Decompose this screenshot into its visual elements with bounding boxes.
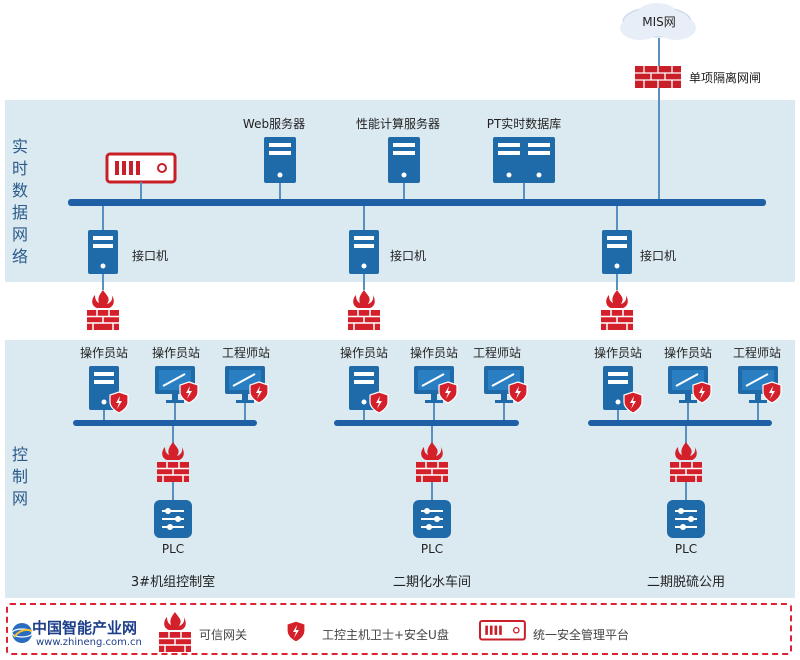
group-name: 3#机组控制室 [131,574,215,590]
control-bus [588,420,772,426]
station-label: 操作员站 [410,345,458,360]
trusted-gateway-icon [86,289,120,331]
control-group-2: 操作员站 操作员站 工程师站 PLC 二期化水车间 [334,345,528,590]
interface-machine-icon [88,230,118,274]
realtime-bus [68,199,766,206]
interface-machine-icon [349,230,379,274]
plc-icon [666,499,706,539]
legend-label-gateway: 可信网关 [199,628,248,642]
interface-group-3: 接口机 [602,206,676,274]
group-name: 二期脱硫公用 [647,575,725,590]
legend-box [6,603,792,655]
plc-label: PLC [162,542,184,556]
server-label-pt: PT实时数据库 [487,116,562,131]
mis-cloud-label: MIS网 [642,15,676,29]
pt-db-server-icon-left [493,137,525,183]
web-server-icon [264,137,296,183]
server-label-perf: 性能计算服务器 [356,116,440,131]
interface-label: 接口机 [390,248,426,263]
group-name: 二期化水车间 [393,574,471,590]
control-group-1: 操作员站 操作员站 工程师站 PLC 3#机组控制室 [73,345,270,590]
trusted-gateway-icon [347,289,381,331]
plc-label: PLC [675,542,697,556]
gateway-label: 单项隔离网闸 [689,70,761,85]
control-zone-label: 控制网 [11,445,28,508]
interface-label: 接口机 [132,248,168,263]
plc-icon [412,499,452,539]
management-platform-icon [105,152,177,184]
isolation-gateway-icon [635,66,681,88]
station-label: 操作员站 [594,345,642,360]
realtime-zone [5,100,795,282]
realtime-zone-label: 实时数据网络 [11,137,28,266]
logo-url: www.zhineng.com.cn [36,637,142,648]
logo-text: 中国智能产业网 [32,619,138,637]
control-bus [73,420,257,426]
legend-label-host-guard: 工控主机卫士+安全U盘 [322,628,449,642]
control-bus [334,420,519,426]
station-label: 工程师站 [733,345,781,360]
plc-label: PLC [421,542,443,556]
station-label: 操作员站 [664,345,712,360]
station-label: 操作员站 [152,345,200,360]
interface-label: 接口机 [640,248,676,263]
mis-cloud-icon [620,3,696,40]
control-group-3: 操作员站 操作员站 工程师站 PLC 二期脱硫公用 [588,345,782,590]
site-logo: 中国智能产业网 www.zhineng.com.cn [10,617,170,653]
station-label: 操作员站 [340,345,388,360]
pt-db-server-icon-right [523,137,555,183]
plc-icon [153,499,193,539]
station-label: 操作员站 [80,345,128,360]
interface-group-2: 接口机 [349,206,426,274]
interface-group-1: 接口机 [88,206,168,274]
trusted-gateway-icon [600,289,634,331]
globe-icon [11,623,33,643]
control-zone [5,340,795,598]
server-label-web: Web服务器 [243,116,305,131]
perf-server-icon [388,137,420,183]
station-label: 工程师站 [473,345,521,360]
station-label: 工程师站 [222,345,270,360]
legend-label-management: 统一安全管理平台 [533,628,630,642]
interface-machine-icon [602,230,632,274]
